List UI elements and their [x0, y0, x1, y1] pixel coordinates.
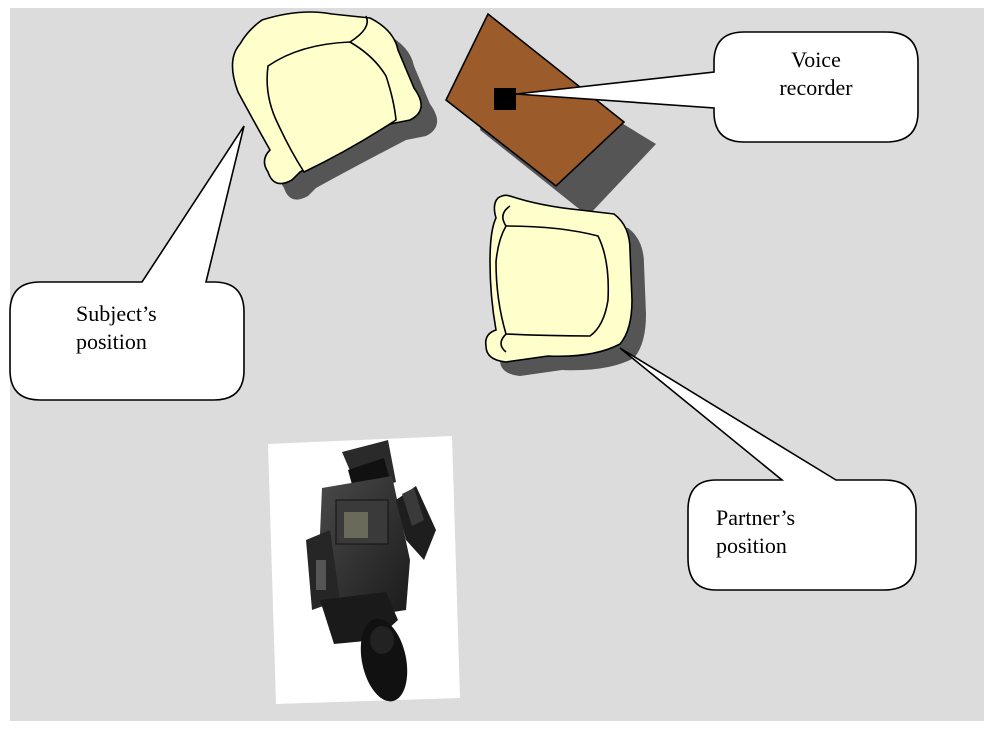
- voice-recorder-icon: [494, 88, 516, 110]
- subject-callout: [9, 125, 245, 401]
- subject-position-label-line1: Subject’s: [76, 301, 157, 326]
- video-camera-icon: [306, 440, 436, 702]
- voice-recorder-label-line1: Voice: [791, 47, 841, 72]
- voice-recorder-label-line2: recorder: [779, 75, 853, 100]
- table: [444, 12, 656, 216]
- partner-position-label-line1: Partner’s: [716, 505, 796, 530]
- partner-position-label: Partner’s position: [716, 504, 795, 560]
- partner-callout: [619, 347, 917, 591]
- subject-chair: [231, 11, 438, 200]
- voice-recorder-label: Voice recorder: [714, 46, 918, 102]
- voice-recorder-callout: [515, 31, 919, 143]
- subject-position-label-line2: position: [76, 329, 147, 354]
- subject-position-label: Subject’s position: [76, 300, 157, 356]
- video-camera-photo: [268, 436, 460, 704]
- partner-chair: [484, 194, 646, 376]
- partner-position-label-line2: position: [716, 533, 787, 558]
